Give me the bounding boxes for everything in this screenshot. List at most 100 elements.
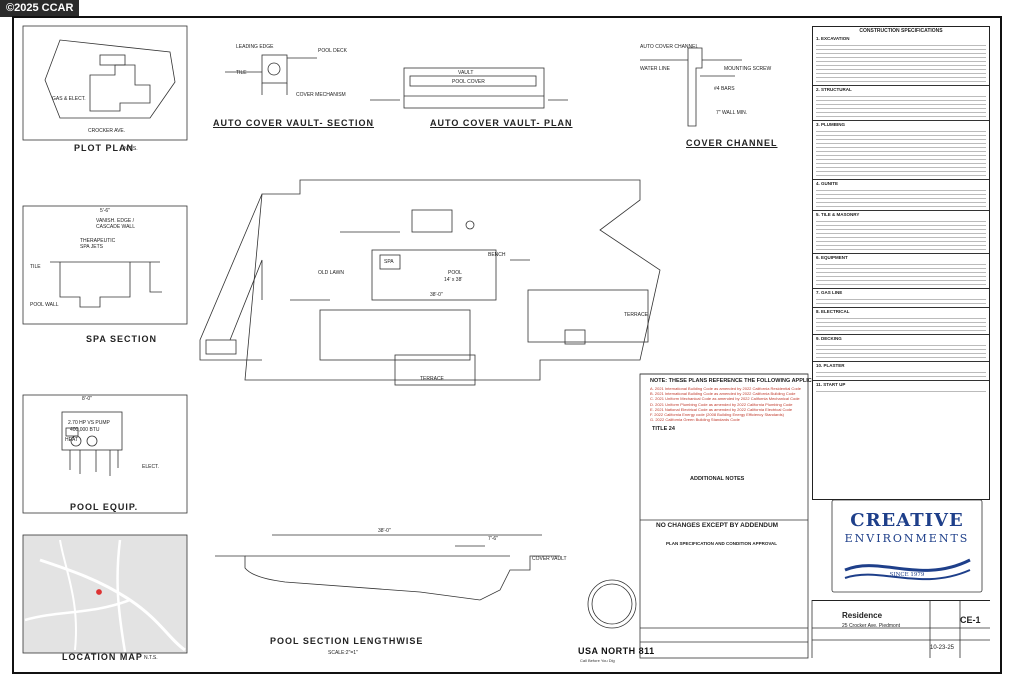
pool-deck-label: POOL DECK <box>318 48 347 54</box>
plot-plan-title: PLOT PLAN <box>74 143 134 153</box>
plot-plan-scale: N.T.S. <box>124 146 138 152</box>
project-date: 10-23-25 <box>930 645 955 651</box>
vault-label: VAULT <box>458 70 474 76</box>
spec-section: 2. STRUCTURAL <box>813 86 989 121</box>
terrace-label-1: TERRACE <box>420 376 444 382</box>
spec-section: 4. GUNITE <box>813 180 989 211</box>
pool-len-label: 38'-0" <box>430 292 443 298</box>
spa-dim-label: 5'-6" <box>100 208 110 214</box>
spec-section: 3. PLUMBING <box>813 121 989 180</box>
spec-section: 10. PLASTER <box>813 362 989 381</box>
title24-heading: TITLE 24 <box>652 426 675 432</box>
spec-section: 5. TILE & MASONRY <box>813 211 989 254</box>
location-map-frame <box>22 534 188 654</box>
tile-label: TILE <box>30 264 41 270</box>
construction-specs: CONSTRUCTION SPECIFICATIONS 1. EXCAVATIO… <box>812 26 990 500</box>
lot-outline <box>44 39 176 119</box>
plot-plan-frame <box>22 25 188 141</box>
logo-since: SINCE 1979 <box>889 572 925 578</box>
logo-name-line2: ENVIRONMENTS <box>844 532 970 545</box>
heater-label: 400,000 BTU <box>70 427 100 433</box>
cover-mechanism-label: COVER MECHANISM <box>296 92 346 98</box>
therapeutic-label: THERAPEUTIC SPA JETS <box>80 238 116 250</box>
additional-notes-heading: ADDITIONAL NOTES <box>690 476 745 482</box>
plot-pool <box>99 54 126 66</box>
sheet-border <box>12 16 1002 674</box>
title-block: Residence 25 Crocker Ave. Piedmont 10-23… <box>812 600 990 658</box>
section-bench-label: 7'-6" <box>488 536 498 542</box>
old-lawn-label: OLD LAWN <box>318 270 344 276</box>
site-boundary <box>244 179 661 381</box>
location-map-title: LOCATION MAP <box>62 652 143 662</box>
pool-section-scale: SCALE:2"=1" <box>328 650 358 656</box>
auto-channel-label: AUTO COVER CHANNEL <box>640 44 699 50</box>
auto-cover-plan-title: AUTO COVER VAULT- PLAN <box>430 118 573 128</box>
spec-section: 11. START UP <box>813 381 989 392</box>
mounting-screw-label: MOUNTING SCREW <box>724 66 772 72</box>
specs-title: CONSTRUCTION SPECIFICATIONS <box>859 28 943 34</box>
house-footprint <box>89 64 151 112</box>
spec-section: 8. ELECTRICAL <box>813 308 989 335</box>
leading-edge-label: LEADING EDGE <box>236 44 274 50</box>
spa-shape <box>59 262 131 308</box>
usa-north-logo: USA NORTH 811 <box>578 646 655 656</box>
crocker-ave-label: CROCKER AVE. <box>88 128 126 134</box>
tile-vault-label: TILE <box>236 70 247 76</box>
code-item: E. 2021 National Electrical Code as amen… <box>650 406 793 412</box>
auto-cover-section-title: AUTO COVER VAULT- SECTION <box>213 118 375 128</box>
codes-heading: NOTE: THESE PLANS REFERENCE THE FOLLOWIN… <box>650 378 850 384</box>
vault-plan <box>403 67 545 109</box>
code-item: A. 2021 International Building Code as a… <box>650 386 801 391</box>
cover-channel-title: COVER CHANNEL <box>686 138 778 148</box>
cover-channel <box>687 47 703 127</box>
logo-name-line1: CREATIVE <box>850 510 964 531</box>
bench-label: BENCH <box>488 252 506 258</box>
spa-label: SPA <box>384 259 394 265</box>
spec-section: 1. EXCAVATION <box>813 35 989 86</box>
code-item: G. 2022 California Green Building Standa… <box>650 417 740 423</box>
code-item: C. 2021 Uniform Mechanical Code as amend… <box>650 396 800 402</box>
bars-label: #4 BARS <box>714 86 735 92</box>
pool-equip-title: POOL EQUIP. <box>70 502 139 512</box>
sheet-number: CE-1 <box>960 615 981 625</box>
water-line-label: WATER LINE <box>640 66 671 72</box>
code-item: B. 2021 International Building Code as a… <box>650 391 796 397</box>
code-item: F. 2022 California Energy code (2008 Bui… <box>650 412 785 418</box>
codes-list: A. 2021 International Building Code as a… <box>650 386 805 422</box>
watermark: ©2025 CCAR <box>0 0 80 17</box>
project-name: Residence <box>842 611 883 620</box>
pool-dim-label: 14' x 38' <box>444 277 463 283</box>
pool-section-title: POOL SECTION LENGTHWISE <box>270 636 424 646</box>
heat-label: HEAT <box>65 437 78 443</box>
vanish-edge-label: VANISH. EDGE / CASCADE WALL <box>96 218 135 230</box>
spec-section: 6. EQUIPMENT <box>813 254 989 289</box>
pool-wall-label: POOL WALL <box>30 302 59 308</box>
gas-elect-label: GAS & ELECT. <box>52 96 86 102</box>
spec-section: 7. GAS LINE <box>813 289 989 308</box>
cover-vault-label: COVER VAULT <box>532 556 567 562</box>
elect-label: ELECT. <box>142 464 159 470</box>
pump-label: 2.70 HP VS PUMP <box>68 420 110 426</box>
pool-equip-frame <box>22 394 188 514</box>
company-logo: CREATIVE ENVIRONMENTS SINCE 1979 <box>832 500 982 590</box>
site-pool <box>371 249 497 301</box>
no-changes-heading: NO CHANGES EXCEPT BY ADDENDUM <box>656 522 779 529</box>
spec-section: 9. DECKING <box>813 335 989 362</box>
wall-min-label: 7" WALL MIN. <box>716 110 748 116</box>
equip-pad <box>61 411 123 451</box>
equip-dim-label: 8'-0" <box>82 396 92 402</box>
pool-section-profile <box>215 555 560 601</box>
code-item: D. 2021 Uniform Plumbing Code as amended… <box>650 401 793 407</box>
location-map-scale: N.T.S. <box>144 655 158 661</box>
pool-label: POOL <box>448 270 462 276</box>
usa-north-sub: Call Before You Dig <box>580 658 615 663</box>
project-address: 25 Crocker Ave. Piedmont <box>842 623 900 629</box>
plan-spec-heading: PLAN SPECIFICATION AND CONDITION APPROVA… <box>666 541 778 546</box>
site-terrace-2 <box>527 289 649 343</box>
spa-section-frame <box>22 205 188 325</box>
pool-cover-label: POOL COVER <box>452 79 485 85</box>
section-dim-label: 38'-0" <box>378 528 391 534</box>
site-terrace-1 <box>319 309 471 361</box>
